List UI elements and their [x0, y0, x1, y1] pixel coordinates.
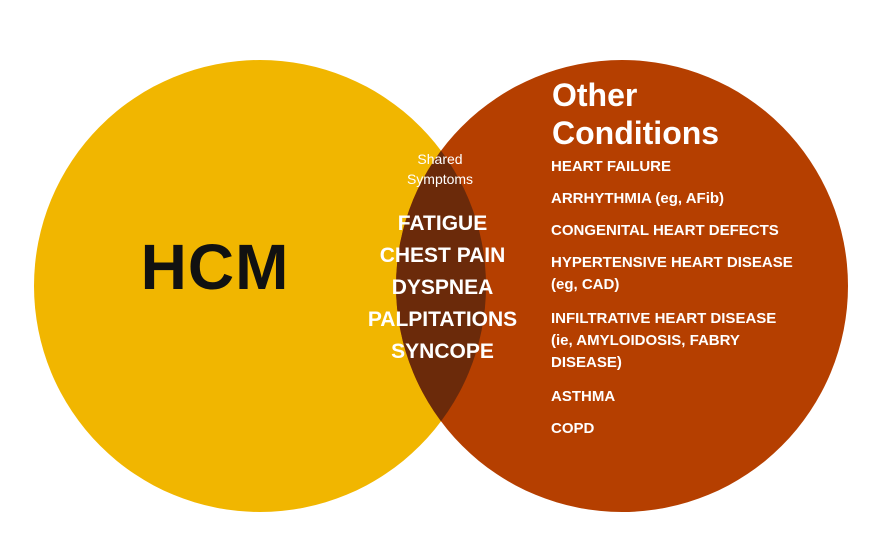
- hcm-label: HCM: [140, 231, 290, 303]
- other-title-line1: Other: [552, 77, 638, 113]
- condition-item: HYPERTENSIVE HEART DISEASE (eg, CAD): [551, 252, 836, 296]
- condition-line: INFILTRATIVE HEART DISEASE: [551, 310, 777, 327]
- shared-symptom-item: PALPITATIONS: [367, 308, 518, 331]
- other-title-line2: Conditions: [552, 115, 720, 151]
- other-conditions-title: Other Conditions: [552, 76, 719, 152]
- shared-symptom-item: CHEST PAIN: [379, 244, 506, 267]
- condition-item: INFILTRATIVE HEART DISEASE (ie, AMYLOIDO…: [551, 308, 836, 374]
- condition-item: ARRHYTHMIA (eg, AFib): [551, 188, 836, 210]
- condition-item: HEART FAILURE: [551, 156, 836, 178]
- condition-line: COPD: [551, 420, 595, 437]
- shared-title-line1: Shared: [417, 151, 463, 167]
- hcm-circle: [34, 60, 486, 512]
- condition-line: (ie, AMYLOIDOSIS, FABRY: [551, 332, 740, 349]
- shared-symptoms-title: Shared Symptoms: [380, 149, 500, 189]
- shared-symptom-item: DYSPNEA: [391, 276, 494, 299]
- condition-line: ARRHYTHMIA (eg, AFib): [551, 190, 725, 207]
- condition-item: ASTHMA: [551, 386, 836, 408]
- condition-line: HEART FAILURE: [551, 158, 671, 175]
- condition-line: (eg, CAD): [551, 276, 620, 293]
- other-conditions-circle: [396, 60, 848, 512]
- condition-item: CONGENITAL HEART DEFECTS: [551, 220, 836, 242]
- shared-symptoms-list: FATIGUE CHEST PAIN DYSPNEA PALPITATIONS …: [345, 208, 540, 368]
- condition-item: COPD: [551, 418, 836, 440]
- shared-symptom-item: SYNCOPE: [391, 340, 494, 363]
- shared-symptom-item: FATIGUE: [397, 212, 488, 235]
- other-conditions-list: HEART FAILURE ARRHYTHMIA (eg, AFib) CONG…: [551, 156, 836, 450]
- condition-line: HYPERTENSIVE HEART DISEASE: [551, 254, 793, 271]
- shared-title-line2: Symptoms: [406, 171, 474, 187]
- condition-line: CONGENITAL HEART DEFECTS: [551, 222, 779, 239]
- condition-line: ASTHMA: [551, 388, 616, 405]
- condition-line: DISEASE): [551, 354, 622, 371]
